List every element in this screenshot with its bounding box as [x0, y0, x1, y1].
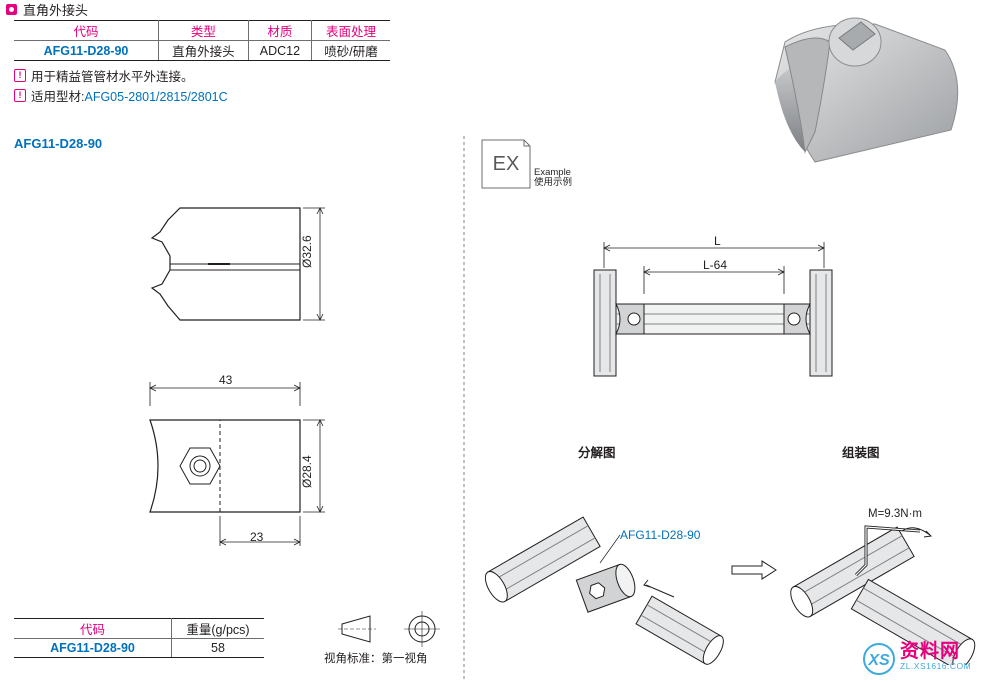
dim-L: L [714, 234, 721, 248]
projection-label: 视角标准：第一视角 [324, 653, 428, 665]
assembled-view-drawing [790, 525, 976, 665]
example-badge-icon: EX [481, 139, 531, 189]
cell-type: 直角外接头 [158, 40, 249, 61]
frame-example-drawing [593, 242, 833, 377]
svg-text:XS: XS [867, 652, 890, 669]
col-weight: 重量(g/pcs) [171, 618, 264, 639]
cell-weight: 58 [171, 638, 264, 658]
dim-length: 43 [219, 373, 233, 387]
exclamation-icon: ! [14, 69, 26, 82]
col-material: 材质 [247, 20, 313, 41]
col-code: 代码 [14, 618, 172, 639]
bullet-icon [6, 4, 17, 15]
profile-link[interactable]: AFG05-2801/2815/2801C [84, 90, 228, 104]
note-prefix: 适用型材: [31, 90, 85, 104]
exploded-view-drawing [484, 516, 724, 665]
cell-code: AFG11-D28-90 [14, 638, 172, 658]
col-type: 类型 [158, 20, 249, 41]
section-divider [463, 136, 465, 682]
dim-inner-diameter: Ø28.4 [300, 455, 314, 488]
table-row: AFG11-D28-90 58 [14, 638, 264, 658]
cell-material: ADC12 [247, 40, 313, 61]
note-text: 用于精益管管材水平外连接。 [31, 70, 194, 84]
exclamation-icon: ! [14, 89, 26, 102]
example-badge-text: EX [493, 153, 520, 175]
dim-depth: 23 [250, 530, 264, 544]
part-callout: AFG11-D28-90 [620, 528, 701, 542]
watermark-logo-icon: XS [863, 643, 895, 675]
arrow-right-icon [731, 560, 777, 580]
watermark-url: ZL.XS1616.COM [900, 661, 972, 671]
top-view-drawing [150, 207, 325, 321]
projection-symbol [338, 611, 440, 647]
assembled-view-title: 组装图 [842, 446, 880, 460]
weight-table: 代码 重量(g/pcs) AFG11-D28-90 58 [14, 618, 264, 658]
example-label-cn: 使用示例 [534, 177, 573, 188]
dim-L-64: L-64 [703, 258, 728, 272]
col-code: 代码 [14, 20, 159, 41]
cell-surface: 喷砂/研磨 [311, 40, 390, 61]
drawing-title: AFG11-D28-90 [14, 136, 103, 151]
torque-label: M=9.3N·m [868, 508, 922, 520]
cell-code: AFG11-D28-90 [14, 40, 159, 61]
note-profiles: ! 适用型材:AFG05-2801/2815/2801C [14, 86, 228, 105]
watermark: XS 资料网 ZL.XS1616.COM [862, 642, 971, 676]
example-label-en: Example [534, 167, 571, 178]
product-photo [774, 17, 959, 163]
spec-table-header: 代码 类型 材质 表面处理 [14, 20, 390, 41]
exploded-view-title: 分解图 [578, 446, 616, 460]
section-title: 直角外接头 [23, 3, 89, 18]
weight-table-header: 代码 重量(g/pcs) [14, 618, 264, 639]
spec-table: 代码 类型 材质 表面处理 AFG11-D28-90 直角外接头 ADC12 喷… [14, 20, 390, 61]
side-view-drawing [149, 382, 325, 546]
col-surface: 表面处理 [311, 20, 390, 41]
watermark-brand: 资料网 [900, 641, 961, 662]
example-label: Example 使用示例 [534, 168, 572, 188]
note-usage: ! 用于精益管管材水平外连接。 [14, 66, 194, 85]
section-header: 直角外接头 [6, 0, 88, 19]
dim-outer-diameter: Ø32.6 [300, 235, 314, 268]
table-row: AFG11-D28-90 直角外接头 ADC12 喷砂/研磨 [14, 40, 390, 61]
